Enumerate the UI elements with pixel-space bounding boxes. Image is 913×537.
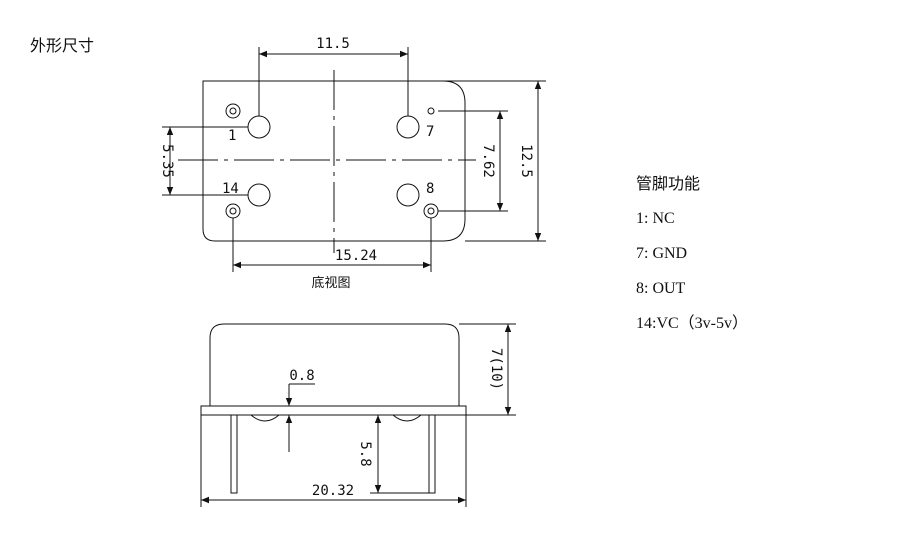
pin-1-marker (225, 103, 241, 119)
package-body (209, 323, 460, 406)
pin-label-14: 14 (222, 181, 239, 197)
side-view (200, 323, 516, 507)
pin-function-item: 8: OUT (636, 280, 686, 297)
pin-8-marker (423, 203, 439, 219)
pin-function-title: 管脚功能 (636, 174, 701, 193)
pin-function-item: 7: GND (636, 245, 688, 262)
pin-14-marker (225, 203, 241, 219)
package-outline (202, 80, 466, 242)
dim-pin-diameter: 0.8 (289, 368, 314, 384)
lead-left (230, 414, 238, 494)
page-title: 外形尺寸 (30, 36, 95, 55)
pin-label-8: 8 (426, 181, 434, 197)
dim-right-pin-vertical: 7.62 (480, 144, 496, 178)
pin-1-hole (247, 115, 271, 139)
dim-left-pin-vertical: 5.35 (159, 144, 175, 178)
pin-function-item: 14:VC（3v-5v） (636, 315, 749, 332)
lead-right (428, 414, 436, 494)
pin-8-hole (396, 183, 420, 207)
bottom-view-caption: 底视图 (311, 275, 350, 291)
pin-7-hole (396, 115, 420, 139)
pin-label-7: 7 (426, 124, 434, 140)
pin-function-legend: 管脚功能 1: NC 7: GND 8: OUT 14:VC（3v-5v） (636, 170, 748, 348)
pin-label-1: 1 (228, 128, 236, 144)
dim-pin-spacing-top: 11.5 (316, 36, 350, 52)
dim-pin-spacing-bottom: 15.24 (335, 248, 377, 264)
dim-body-length: 20.32 (312, 483, 354, 499)
pin-14-hole (247, 183, 271, 207)
bottom-view (162, 47, 546, 272)
dim-body-thickness: 7(10) (488, 348, 504, 390)
dim-pin-length: 5.8 (357, 441, 373, 466)
pin-function-item: 1: NC (636, 210, 675, 227)
dim-body-height: 12.5 (518, 144, 534, 178)
package-base (200, 405, 467, 416)
